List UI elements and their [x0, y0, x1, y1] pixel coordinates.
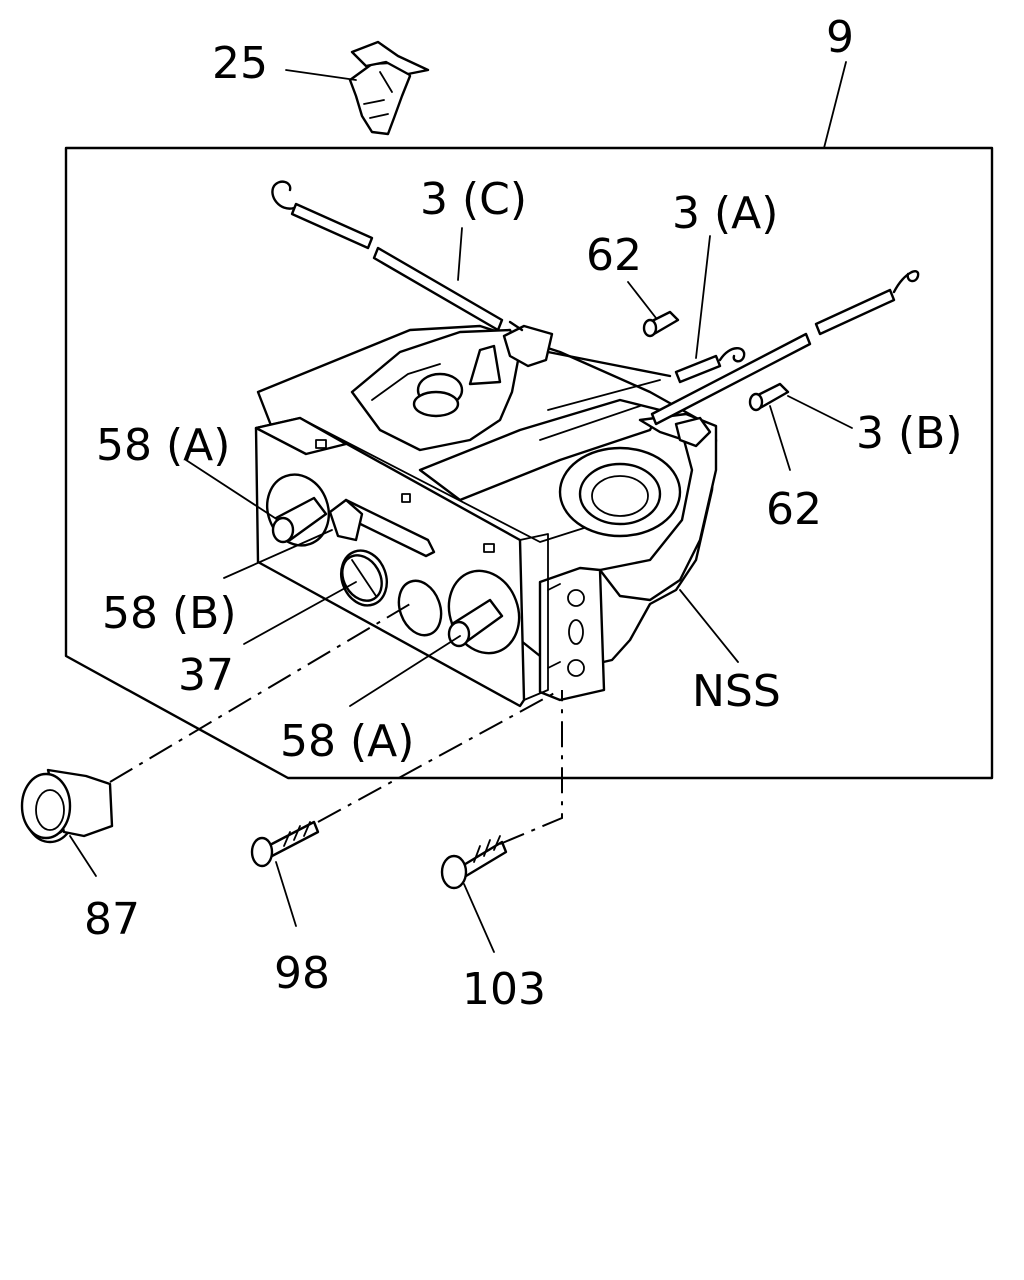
callout-9: 9	[826, 12, 854, 63]
callout-3b: 3 (B)	[856, 408, 963, 459]
callout-25: 25	[212, 38, 268, 89]
callout-62-upper: 62	[586, 230, 642, 281]
part-62-pin-upper	[642, 310, 680, 338]
callout-nss: NSS	[692, 666, 781, 717]
part-58a-knob-left	[271, 496, 328, 544]
callout-37: 37	[178, 650, 234, 701]
part-62-pin-lower	[748, 382, 790, 412]
callout-3c: 3 (C)	[420, 174, 527, 225]
callout-3a: 3 (A)	[672, 188, 778, 239]
callout-62-lower: 62	[766, 484, 822, 535]
part-87-bulb-socket	[20, 768, 114, 844]
assembly-line-103	[499, 690, 563, 845]
part-3a-cable	[546, 347, 746, 384]
part-3c-cable	[271, 180, 524, 332]
callout-103: 103	[462, 964, 546, 1015]
assembly-line-87	[109, 603, 411, 783]
callout-87: 87	[84, 894, 140, 945]
callout-58a-bottom: 58 (A)	[280, 716, 414, 767]
part-3b-cable	[650, 270, 920, 426]
leader-lines	[69, 61, 853, 953]
part-103-screw	[440, 835, 508, 890]
assembly-frame	[64, 146, 994, 780]
callout-98: 98	[274, 948, 330, 999]
part-98-screw	[250, 820, 320, 868]
part-25-clip	[348, 40, 430, 136]
callout-58b: 58 (B)	[102, 588, 237, 639]
callout-58a-top: 58 (A)	[96, 420, 230, 471]
part-58b-slider-knob	[328, 498, 364, 542]
